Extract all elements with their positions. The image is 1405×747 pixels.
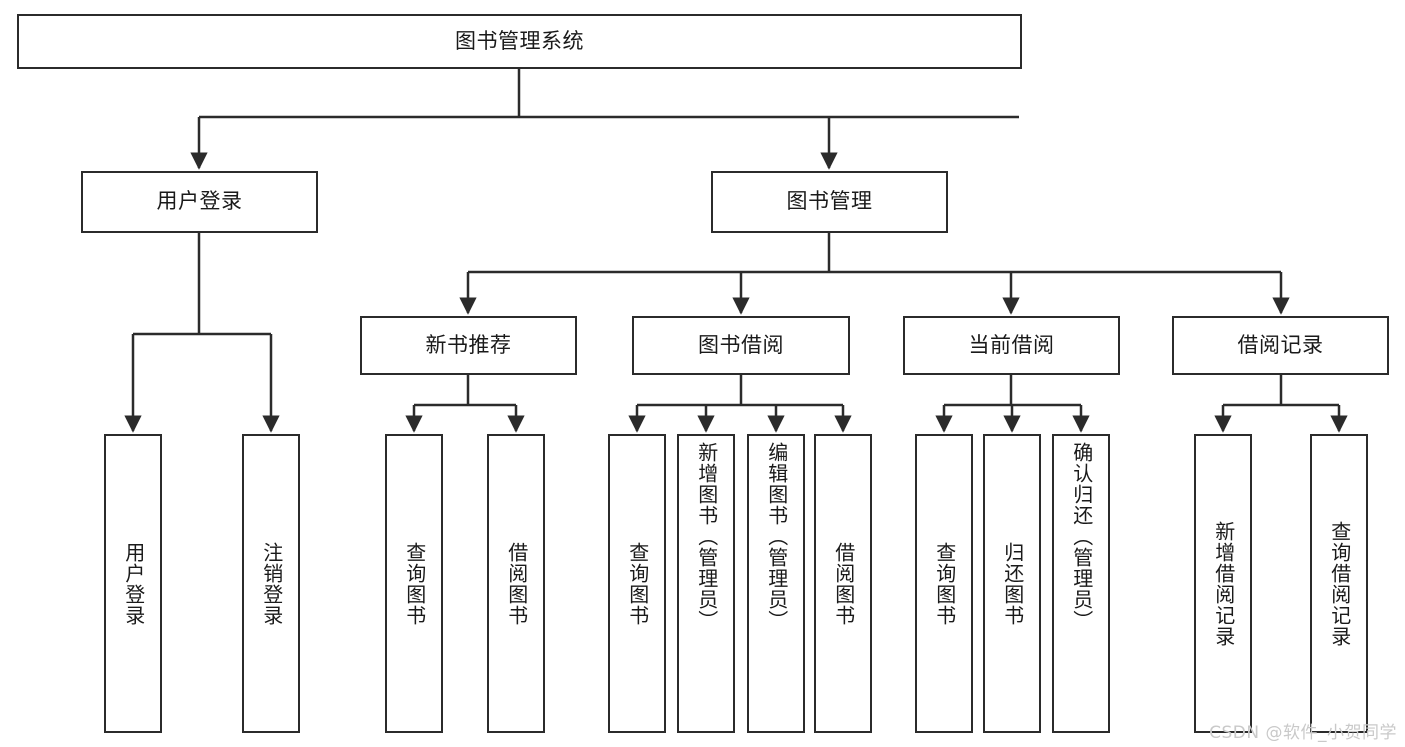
node-leaf-edit-book-admin[interactable]: 编辑图书（管理员）: [747, 434, 805, 733]
node-leaf-query-book-current[interactable]: 查询图书: [915, 434, 973, 733]
node-label: 确认归还（管理员）: [1069, 442, 1094, 631]
node-label: 查询借阅记录: [1327, 520, 1352, 647]
node-new-book-recommend[interactable]: 新书推荐: [360, 316, 577, 375]
node-label: 图书管理系统: [455, 28, 584, 53]
node-book-borrow[interactable]: 图书借阅: [632, 316, 850, 375]
node-leaf-query-book[interactable]: 查询图书: [608, 434, 666, 733]
node-label: 图书借阅: [698, 332, 784, 357]
node-label: 借阅记录: [1237, 332, 1324, 357]
node-leaf-add-borrow-record[interactable]: 新增借阅记录: [1194, 434, 1252, 733]
node-leaf-borrow-book-recommend[interactable]: 借阅图书: [487, 434, 545, 733]
node-label: 查询图书: [932, 541, 957, 626]
node-leaf-query-book-recommend[interactable]: 查询图书: [385, 434, 443, 733]
node-label: 查询图书: [625, 541, 650, 626]
node-label: 新书推荐: [425, 332, 512, 357]
node-label: 用户登录: [156, 189, 243, 214]
node-label: 图书管理: [786, 189, 873, 214]
node-leaf-add-book-admin[interactable]: 新增图书（管理员）: [677, 434, 735, 733]
node-label: 新增图书（管理员）: [694, 442, 719, 631]
node-label: 注销登录: [259, 541, 284, 626]
node-leaf-return-book[interactable]: 归还图书: [983, 434, 1041, 733]
node-current-borrow[interactable]: 当前借阅: [903, 316, 1120, 375]
node-label: 新增借阅记录: [1211, 520, 1236, 647]
node-label: 查询图书: [402, 541, 427, 626]
node-label: 用户登录: [121, 541, 146, 626]
node-leaf-confirm-return-admin[interactable]: 确认归还（管理员）: [1052, 434, 1110, 733]
node-label: 编辑图书（管理员）: [764, 442, 789, 631]
node-user-login[interactable]: 用户登录: [81, 171, 318, 233]
node-book-management-system[interactable]: 图书管理系统: [17, 14, 1022, 69]
node-borrow-record[interactable]: 借阅记录: [1172, 316, 1389, 375]
node-label: 借阅图书: [831, 541, 856, 626]
node-label: 归还图书: [1000, 541, 1025, 626]
node-book-management[interactable]: 图书管理: [711, 171, 948, 233]
node-leaf-borrow-book[interactable]: 借阅图书: [814, 434, 872, 733]
node-leaf-query-borrow-record[interactable]: 查询借阅记录: [1310, 434, 1368, 733]
node-label: 借阅图书: [504, 541, 529, 626]
node-leaf-user-login[interactable]: 用户登录: [104, 434, 162, 733]
node-leaf-user-logout[interactable]: 注销登录: [242, 434, 300, 733]
node-label: 当前借阅: [968, 332, 1055, 357]
